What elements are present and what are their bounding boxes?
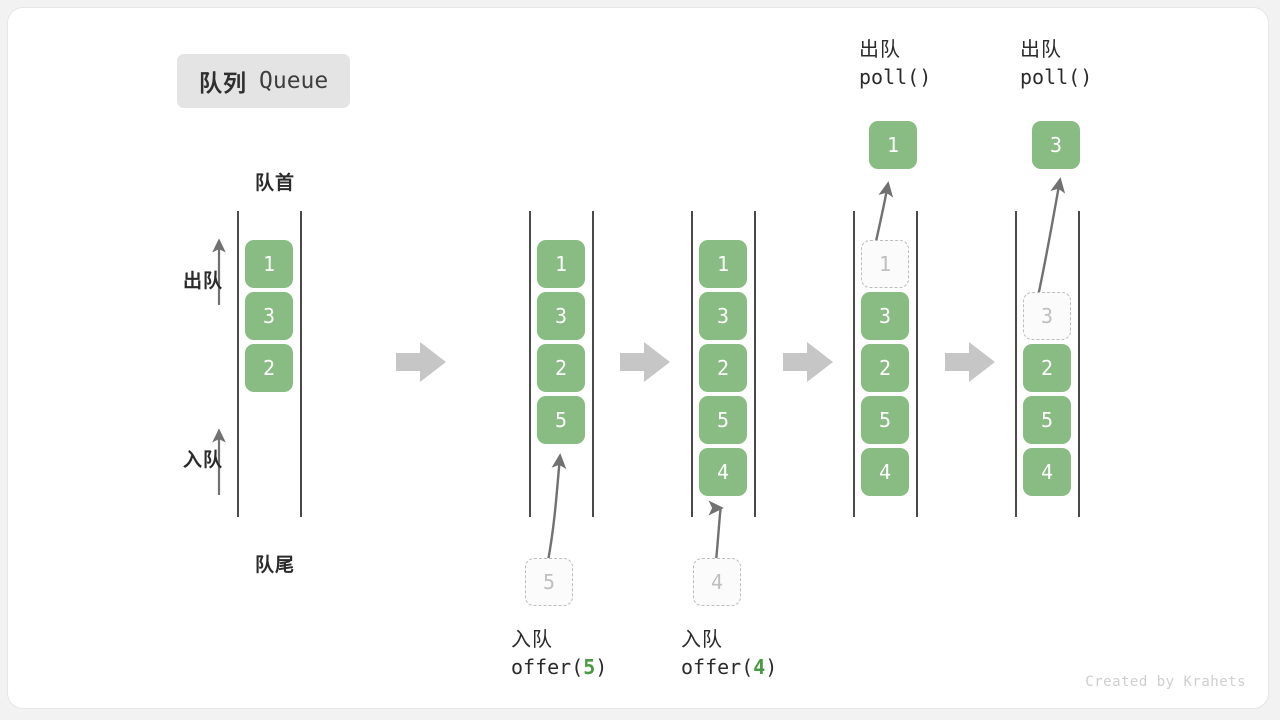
queue-rail-left [1015, 211, 1017, 517]
code-prefix: poll( [1020, 65, 1081, 90]
pending-element: 4 [693, 558, 741, 606]
connector-overlay [212, 177, 1066, 562]
operation-name: 入队 [681, 627, 723, 651]
label-dequeue-direction: 出队 [182, 270, 223, 292]
queue-slot: 2 [699, 344, 747, 392]
diagram-title-badge: 队列 Queue [177, 54, 351, 108]
label-queue-head: 队首 [254, 172, 295, 194]
queue-slot: 1 [245, 240, 293, 288]
queue-slot: 4 [1023, 448, 1071, 496]
queue-slot: 2 [861, 344, 909, 392]
queue-slot-removed: 3 [1023, 292, 1071, 340]
operation-name: 出队 [1020, 37, 1062, 61]
queue-slot: 3 [537, 292, 585, 340]
queue-slot-removed: 1 [861, 240, 909, 288]
diagram-card: 队列 Queue [7, 7, 1269, 709]
code-prefix: offer( [681, 655, 754, 680]
code-suffix: ) [1080, 65, 1093, 90]
operation-caption-poll-1: 出队 poll() [859, 35, 931, 92]
operation-code: poll() [859, 63, 931, 91]
popped-element: 1 [869, 121, 917, 169]
queue-rail-right [754, 211, 756, 517]
queue-rail-right [916, 211, 918, 517]
queue-slot: 1 [537, 240, 585, 288]
operation-name: 入队 [511, 627, 553, 651]
queue-slot: 5 [1023, 396, 1071, 444]
operation-code: offer(4) [681, 653, 777, 681]
queue-rail-right [592, 211, 594, 517]
queue-slot: 5 [699, 396, 747, 444]
watermark: Created by Krahets [1085, 674, 1246, 690]
operation-caption-offer-4: 入队 offer(4) [681, 625, 777, 682]
pending-element: 5 [525, 558, 573, 606]
queue-slot: 3 [245, 292, 293, 340]
queue-slot: 4 [699, 448, 747, 496]
code-suffix: ) [765, 655, 778, 680]
operation-name: 出队 [859, 37, 901, 61]
queue-rail-left [853, 211, 855, 517]
queue-slot: 3 [699, 292, 747, 340]
code-suffix: ) [919, 65, 932, 90]
operation-caption-poll-3: 出队 poll() [1020, 35, 1092, 92]
operation-code: poll() [1020, 63, 1092, 91]
label-queue-tail: 队尾 [254, 554, 295, 576]
popped-element: 3 [1032, 121, 1080, 169]
queue-slot: 2 [245, 344, 293, 392]
code-suffix: ) [595, 655, 608, 680]
queue-slot: 2 [1023, 344, 1071, 392]
label-enqueue-direction: 入队 [182, 449, 223, 471]
queue-rail-right [300, 211, 302, 517]
queue-slot: 5 [861, 396, 909, 444]
title-en: Queue [259, 68, 329, 94]
code-prefix: offer( [511, 655, 584, 680]
queue-rail-left [529, 211, 531, 517]
operation-caption-offer-5: 入队 offer(5) [511, 625, 607, 682]
title-cn: 队列 [199, 71, 247, 97]
queue-slot: 5 [537, 396, 585, 444]
queue-slot: 4 [861, 448, 909, 496]
queue-rail-right [1078, 211, 1080, 517]
queue-slot: 3 [861, 292, 909, 340]
code-arg: 5 [583, 655, 596, 680]
queue-slot: 2 [537, 344, 585, 392]
queue-slot: 1 [699, 240, 747, 288]
queue-rail-left [237, 211, 239, 517]
code-prefix: poll( [859, 65, 920, 90]
code-arg: 4 [753, 655, 766, 680]
queue-rail-left [691, 211, 693, 517]
operation-code: offer(5) [511, 653, 607, 681]
